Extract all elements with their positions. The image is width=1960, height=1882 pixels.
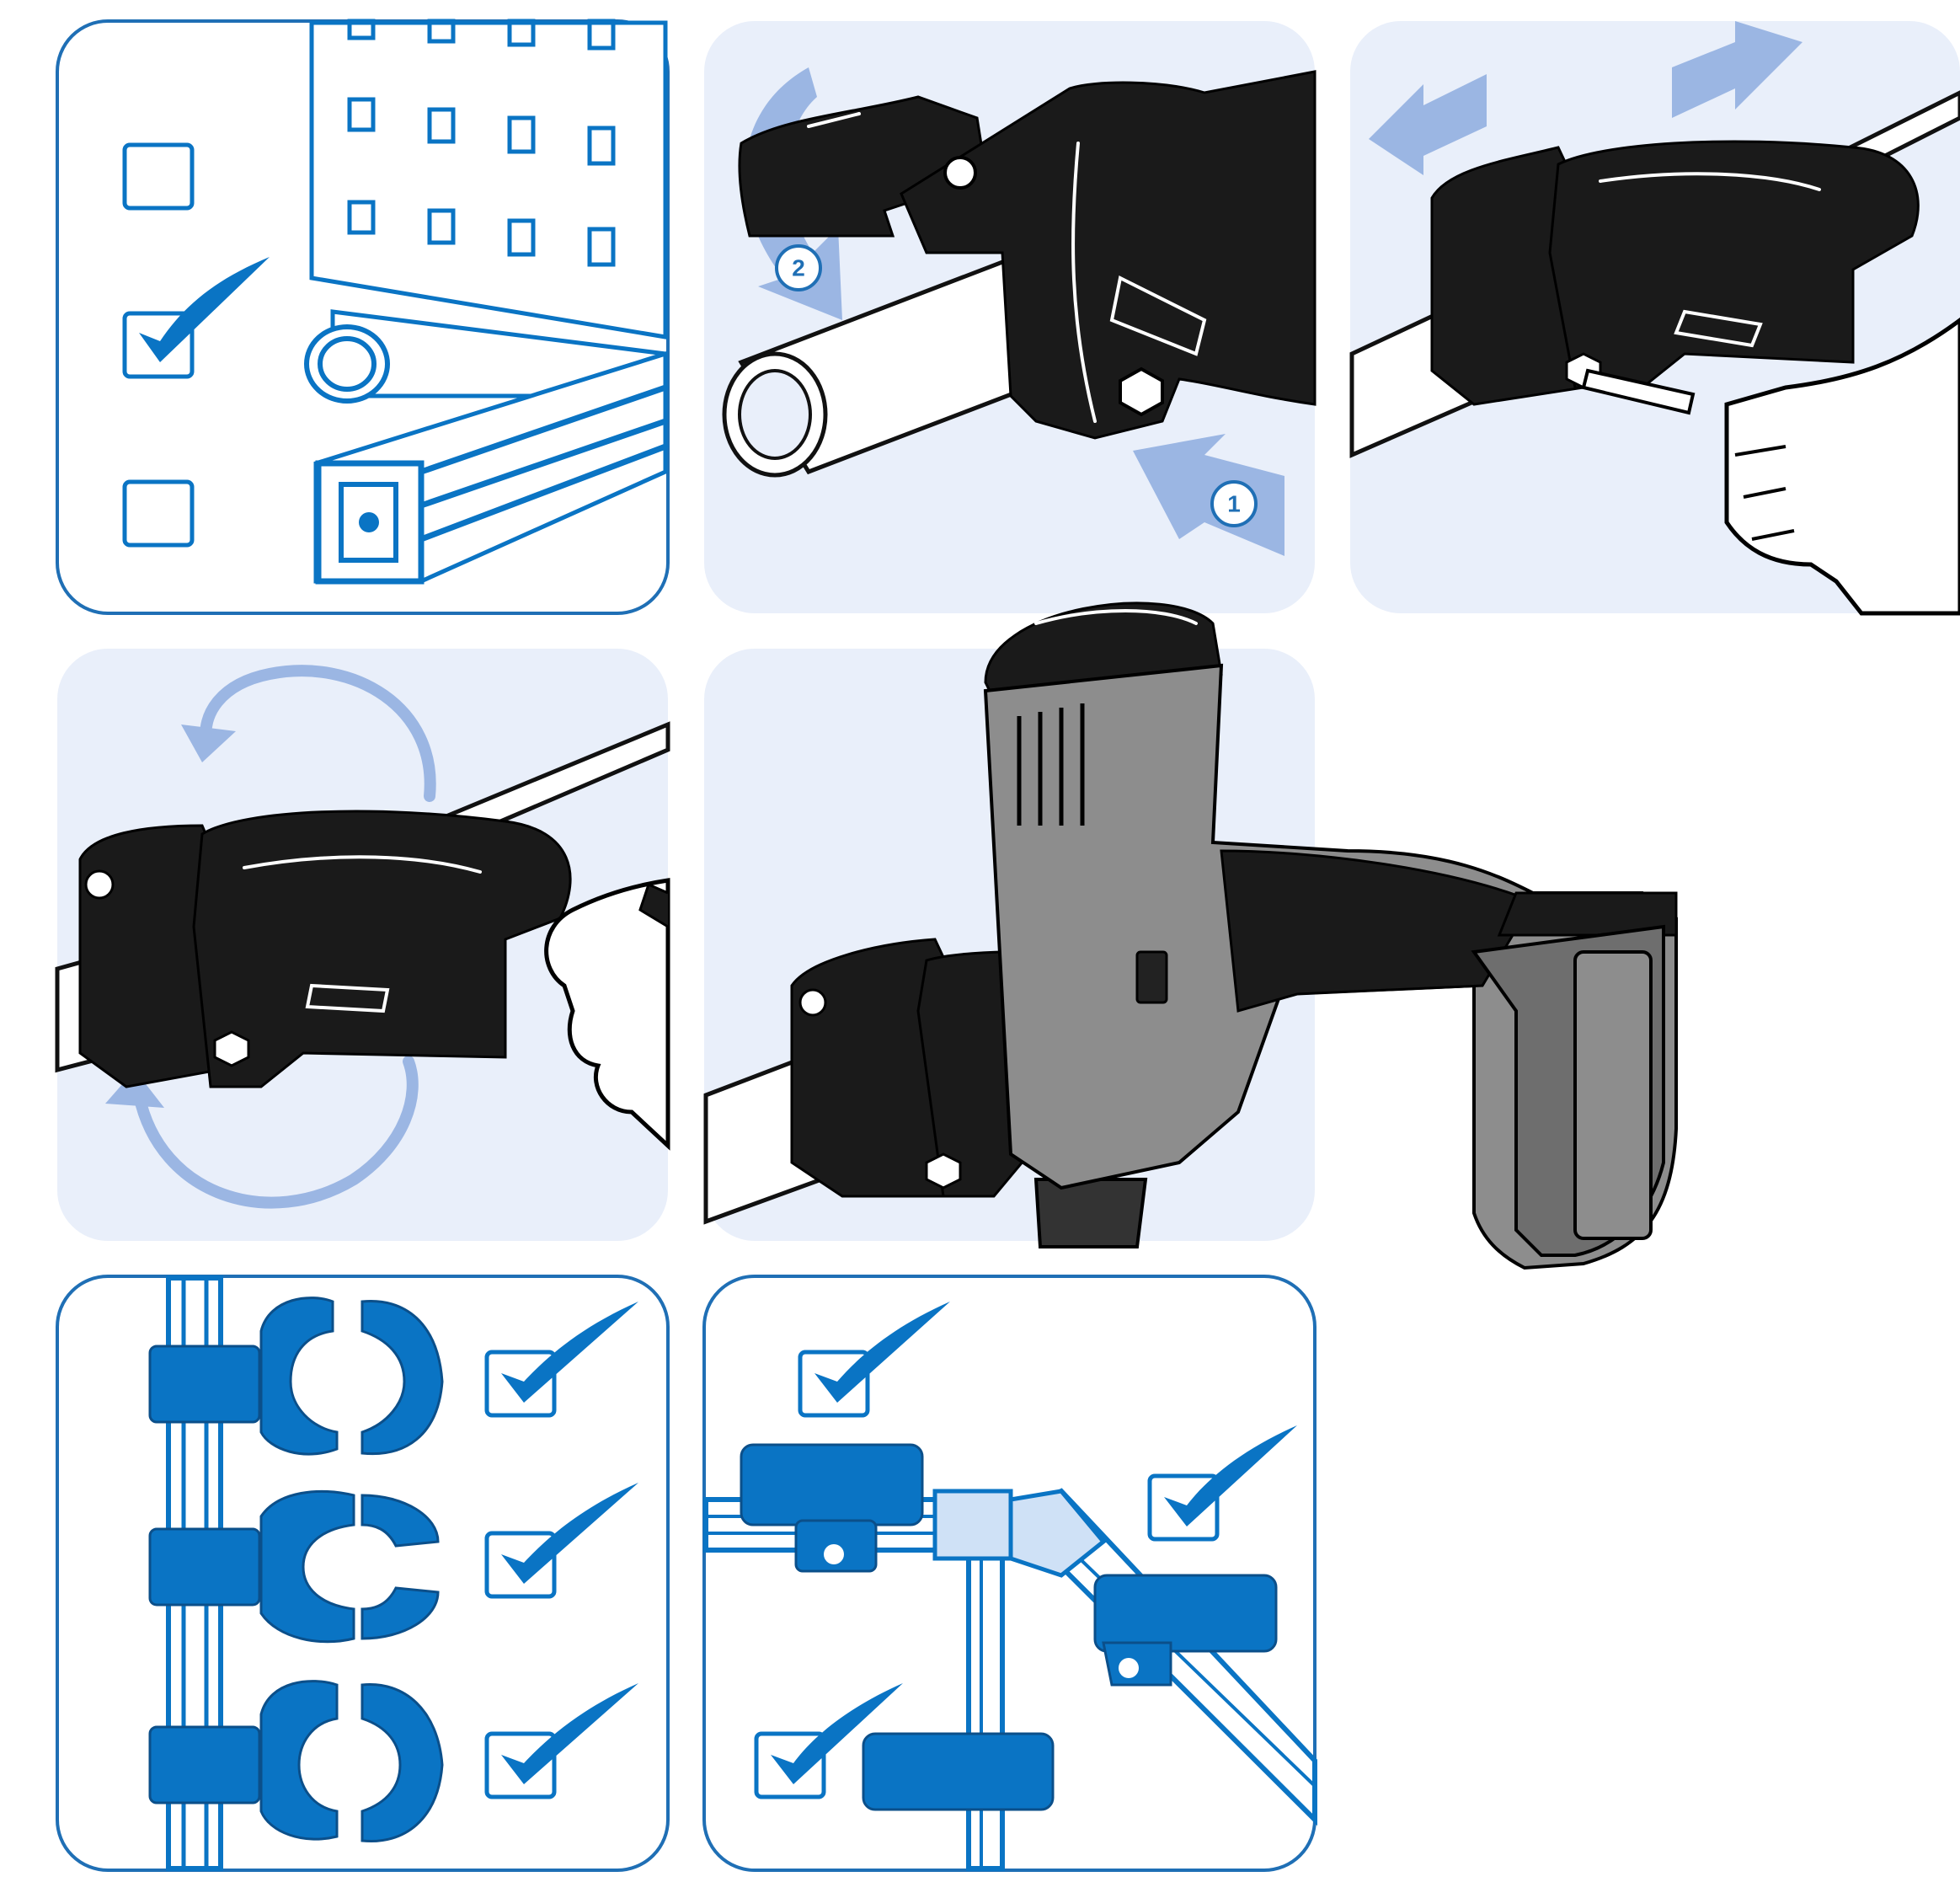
hand <box>544 878 670 1151</box>
black-clamp <box>1430 140 1920 406</box>
checkbox-checked-icon <box>754 1683 903 1799</box>
step-badge-2: 2 <box>775 244 822 291</box>
checkbox-empty-icon <box>122 479 195 548</box>
checkbox-checked-icon <box>798 1302 950 1418</box>
rotate-arrow-icon <box>133 1056 419 1209</box>
mounted-clamp-right <box>1093 1574 1278 1687</box>
black-clamp <box>78 810 572 1088</box>
rotate-arrow-icon <box>200 665 436 802</box>
checkbox-checked-icon <box>1147 1425 1297 1542</box>
mounted-clamp-bottom <box>862 1732 1055 1811</box>
panel-compatible-materials <box>56 19 670 615</box>
mounted-clamp-top-left <box>740 1443 924 1573</box>
aluminium-profile <box>313 350 669 585</box>
clamp-size-medium <box>148 1483 638 1644</box>
svg-text:1: 1 <box>1227 491 1241 517</box>
push-arrow-icon <box>1133 434 1284 556</box>
panel-attach-clamp: 2 1 <box>704 21 1316 613</box>
checkbox-empty-icon <box>122 142 195 211</box>
clamp-size-large <box>148 1297 638 1456</box>
slide-arrow-icon <box>1369 74 1487 175</box>
svg-text:2: 2 <box>792 255 805 281</box>
panel-rotate-clamp <box>55 649 670 1241</box>
checkbox-checked-icon <box>122 257 270 379</box>
perforated-board <box>309 19 668 340</box>
clamp-size-small <box>148 1680 638 1843</box>
drill <box>983 601 1678 1270</box>
round-tube <box>304 309 668 404</box>
panel-position-clamp <box>1349 21 1960 616</box>
black-clamp <box>738 70 1316 440</box>
panel-mounting-positions <box>702 1275 1317 1872</box>
step-badge-1: 1 <box>1210 480 1258 527</box>
panel-attach-drill <box>703 601 1678 1270</box>
slide-arrow-icon <box>1672 21 1802 118</box>
panel-clamp-sizes <box>56 1275 670 1872</box>
hand <box>1724 317 1960 616</box>
